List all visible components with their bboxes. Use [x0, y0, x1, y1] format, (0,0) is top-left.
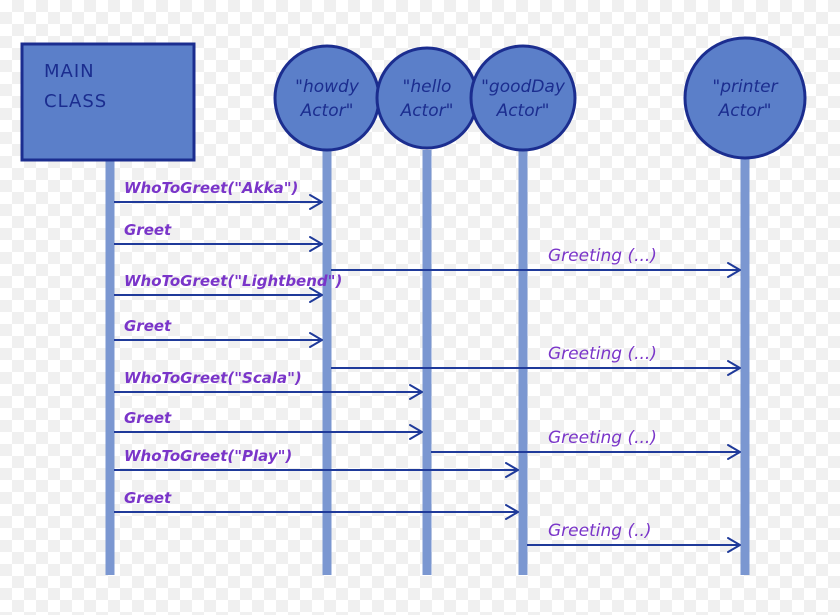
message-0: WhoToGreet("Akka") — [114, 179, 323, 210]
arrow-head-10 — [505, 504, 519, 520]
message-label-7: Greet — [124, 409, 172, 427]
actor-circle-goodDay — [469, 44, 577, 152]
actors: MAINCLASS"howdyActor""helloActor""goodDa… — [20, 36, 807, 162]
message-1: Greet — [114, 221, 323, 252]
message-9: WhoToGreet("Play") — [114, 447, 519, 478]
message-label-2: Greeting (...) — [548, 246, 657, 266]
arrow-head-8 — [727, 444, 741, 460]
actor-main: MAIN CLASS — [20, 42, 196, 162]
message-label-4: Greet — [124, 317, 172, 335]
message-4: Greet — [114, 317, 323, 348]
arrow-head-6 — [409, 384, 423, 400]
actor-label-printer-0: "printer — [712, 77, 778, 97]
message-6: WhoToGreet("Scala") — [114, 369, 423, 400]
arrow-head-1 — [309, 236, 323, 252]
actor-circle-howdy — [273, 44, 381, 152]
message-label-3: WhoToGreet("Lightbend") — [124, 272, 342, 290]
message-label-11: Greeting (..) — [548, 521, 652, 541]
message-label-8: Greeting (...) — [548, 428, 657, 448]
message-3: WhoToGreet("Lightbend") — [114, 272, 342, 303]
message-label-9: WhoToGreet("Play") — [124, 447, 292, 465]
actor-box-main — [20, 42, 196, 162]
message-10: Greet — [114, 489, 519, 520]
message-label-0: WhoToGreet("Akka") — [124, 179, 298, 197]
actor-label-howdy-0: "howdy — [295, 77, 360, 97]
actor-label-printer-1: Actor" — [718, 101, 772, 121]
arrow-head-2 — [727, 262, 741, 278]
arrow-head-7 — [409, 424, 423, 440]
message-5: Greeting (...) — [331, 344, 741, 376]
arrow-head-0 — [309, 194, 323, 210]
message-label-6: WhoToGreet("Scala") — [124, 369, 302, 387]
arrow-head-9 — [505, 462, 519, 478]
arrow-head-11 — [727, 537, 741, 553]
arrow-head-5 — [727, 360, 741, 376]
actor-label-goodDay-0: "goodDay — [481, 77, 566, 97]
actor-label-goodDay-1: Actor" — [496, 101, 550, 121]
message-8: Greeting (...) — [431, 428, 741, 460]
arrow-head-3 — [309, 287, 323, 303]
actor-circle-printer — [683, 36, 807, 160]
lifelines — [105, 150, 750, 575]
actor-label-hello-1: Actor" — [400, 101, 454, 121]
arrow-head-4 — [309, 332, 323, 348]
actor-circle-hello — [375, 46, 479, 150]
message-11: Greeting (..) — [527, 521, 741, 553]
message-label-1: Greet — [124, 221, 172, 239]
actor-label-main-1: CLASS — [44, 91, 107, 112]
actor-label-main-0: MAIN — [44, 61, 95, 82]
message-label-5: Greeting (...) — [548, 344, 657, 364]
message-2: Greeting (...) — [331, 246, 741, 278]
actor-label-hello-0: "hello — [403, 77, 452, 97]
message-7: Greet — [114, 409, 423, 440]
actor-label-howdy-1: Actor" — [300, 101, 354, 121]
message-label-10: Greet — [124, 489, 172, 507]
